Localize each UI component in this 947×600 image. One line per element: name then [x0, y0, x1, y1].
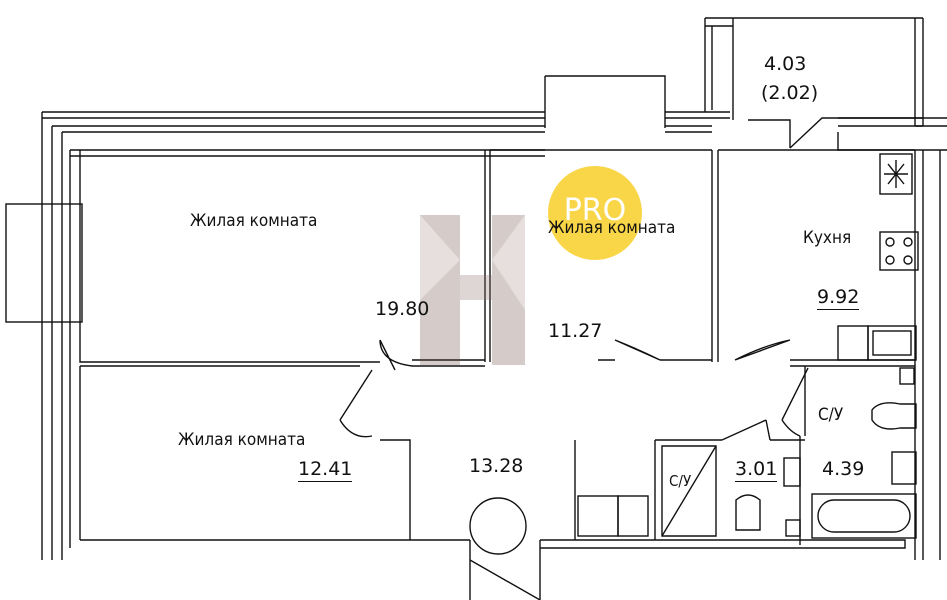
- room-area-bath-2: 4.39: [822, 458, 865, 480]
- room-area-living-3: 12.41: [298, 458, 353, 482]
- room-label-living-1: Жилая комната: [190, 211, 318, 231]
- room-label-bath-1: С/У: [669, 472, 692, 490]
- balcony-area: 4.03: [764, 53, 807, 75]
- room-label-living-2: Жилая комната: [548, 218, 676, 238]
- room-area-hall: 13.28: [469, 455, 524, 477]
- room-label-kitchen: Кухня: [803, 228, 852, 248]
- room-label-bath-2: С/У: [818, 405, 844, 425]
- pro-badge-text: PRO: [563, 193, 627, 228]
- room-area-living-2: 11.27: [548, 320, 603, 342]
- balcony-area-reduced: (2.02): [761, 82, 819, 104]
- room-area-living-1: 19.80: [375, 298, 430, 320]
- pro-badge: [548, 166, 642, 260]
- room-area-kitchen: 9.92: [817, 286, 860, 310]
- room-area-bath-1: 3.01: [735, 458, 778, 482]
- room-label-living-3: Жилая комната: [178, 430, 306, 450]
